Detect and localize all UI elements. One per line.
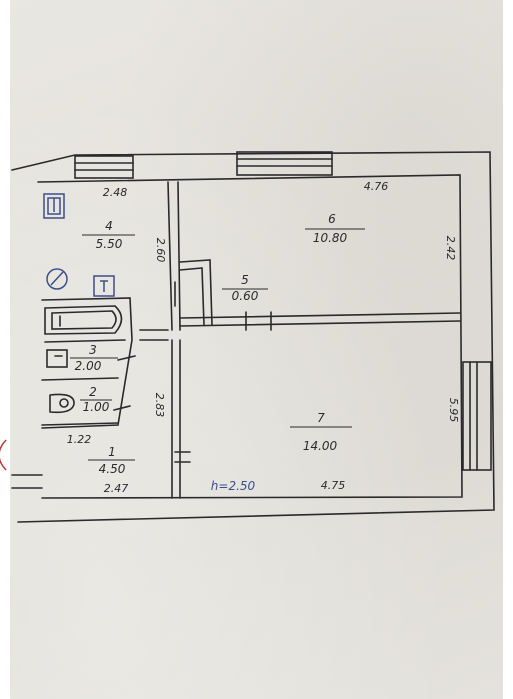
room-7-area: 14.00 xyxy=(303,439,338,453)
room-1-number: 1 xyxy=(108,445,116,459)
room-7-number: 7 xyxy=(317,411,325,425)
dim-room7-width: 4.75 xyxy=(321,479,346,492)
ceiling-height: h=2.50 xyxy=(211,479,256,493)
dim-room6-height: 2.42 xyxy=(444,236,457,261)
dim-kitchen-height: 2.60 xyxy=(154,238,167,263)
room-2-area: 1.00 xyxy=(83,400,110,414)
dim-room6-width: 4.76 xyxy=(364,180,389,193)
room-5-area: 0.60 xyxy=(232,289,259,303)
room-4-area: 5.50 xyxy=(96,237,123,251)
stove xyxy=(43,193,65,219)
room-6-number: 6 xyxy=(328,212,336,226)
stamp-edge xyxy=(0,439,7,471)
fridge xyxy=(93,275,115,297)
dim-hall-bottom: 2.47 xyxy=(104,482,129,495)
room-5-number: 5 xyxy=(241,273,249,287)
outer-wall xyxy=(11,151,495,523)
window-top-right xyxy=(236,151,333,176)
inner-wall xyxy=(37,174,463,499)
room-2-number: 2 xyxy=(89,385,97,399)
room-1-area: 4.50 xyxy=(99,462,126,476)
toilet xyxy=(49,393,75,414)
boiler xyxy=(46,268,68,290)
dim-kitchen-width: 2.48 xyxy=(103,186,128,199)
room-6-area: 10.80 xyxy=(313,231,348,245)
room-3-number: 3 xyxy=(89,343,97,357)
room-4-number: 4 xyxy=(105,219,113,233)
window-top-left xyxy=(74,155,134,179)
right-margin xyxy=(503,0,513,699)
left-margin xyxy=(0,0,10,699)
room-3-area: 2.00 xyxy=(75,359,102,373)
sink xyxy=(46,349,68,368)
dim-hall-height: 2.83 xyxy=(153,393,166,418)
dim-hall-width: 1.22 xyxy=(67,433,92,446)
bathtub xyxy=(44,305,123,335)
dim-room7-height: 5.95 xyxy=(447,398,460,423)
